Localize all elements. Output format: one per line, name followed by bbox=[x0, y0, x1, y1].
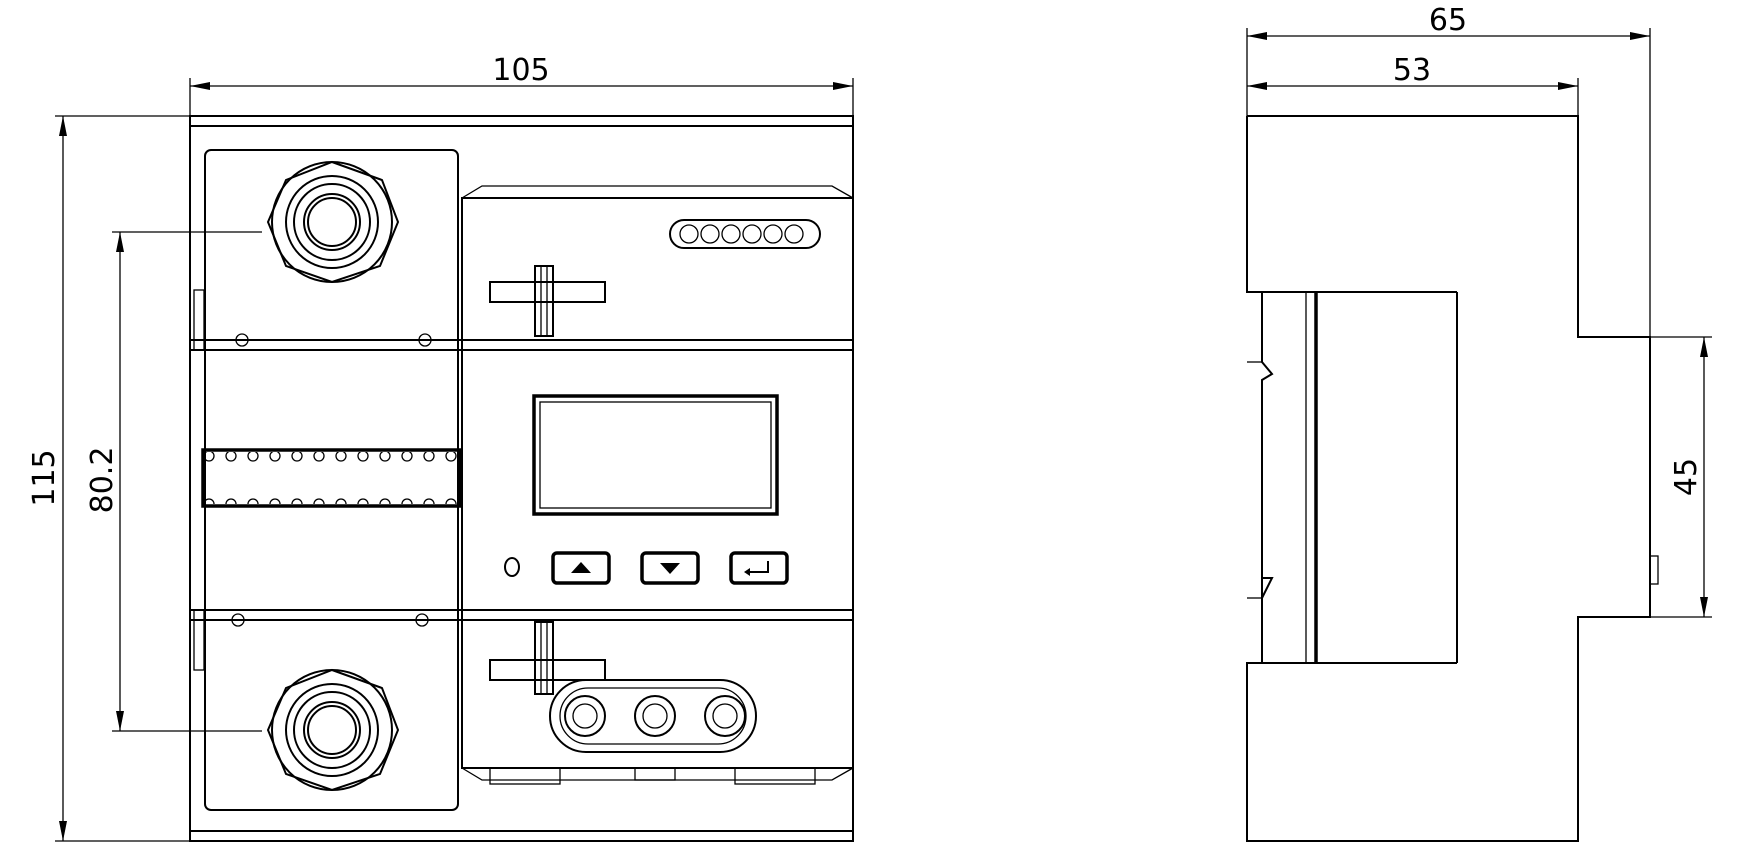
dim-label-53: 53 bbox=[1393, 53, 1431, 88]
lcd-display bbox=[532, 394, 779, 516]
dim-front-width: 105 bbox=[189, 53, 854, 116]
din-clip-bottom bbox=[489, 621, 606, 695]
dim-side-body: 53 bbox=[1247, 53, 1579, 116]
dim-label-65: 65 bbox=[1429, 3, 1467, 38]
dim-side-total: 65 bbox=[1246, 3, 1651, 337]
terminal-top bbox=[266, 160, 400, 284]
front-view: 105 115 80.2 bbox=[27, 53, 854, 842]
down-button[interactable] bbox=[640, 551, 700, 585]
side-body-profile bbox=[1246, 115, 1651, 842]
status-led bbox=[504, 557, 520, 577]
dim-front-height: 115 bbox=[27, 115, 190, 842]
side-view: 65 53 45 bbox=[1246, 3, 1712, 842]
meter-module bbox=[461, 185, 854, 785]
signal-connector bbox=[549, 679, 757, 753]
vent-grid bbox=[201, 333, 462, 627]
dim-label-80-2: 80.2 bbox=[85, 447, 120, 514]
dim-terminal-spacing: 80.2 bbox=[85, 231, 262, 732]
terminal-bottom bbox=[266, 668, 400, 792]
dim-label-105: 105 bbox=[492, 53, 549, 88]
led-strip bbox=[669, 219, 821, 249]
dim-rail-height: 45 bbox=[1650, 336, 1712, 618]
dim-label-115: 115 bbox=[27, 449, 62, 506]
dim-label-45: 45 bbox=[1669, 458, 1704, 496]
din-clip-top bbox=[489, 265, 606, 337]
enter-button[interactable] bbox=[729, 551, 789, 585]
up-button[interactable] bbox=[551, 551, 611, 585]
